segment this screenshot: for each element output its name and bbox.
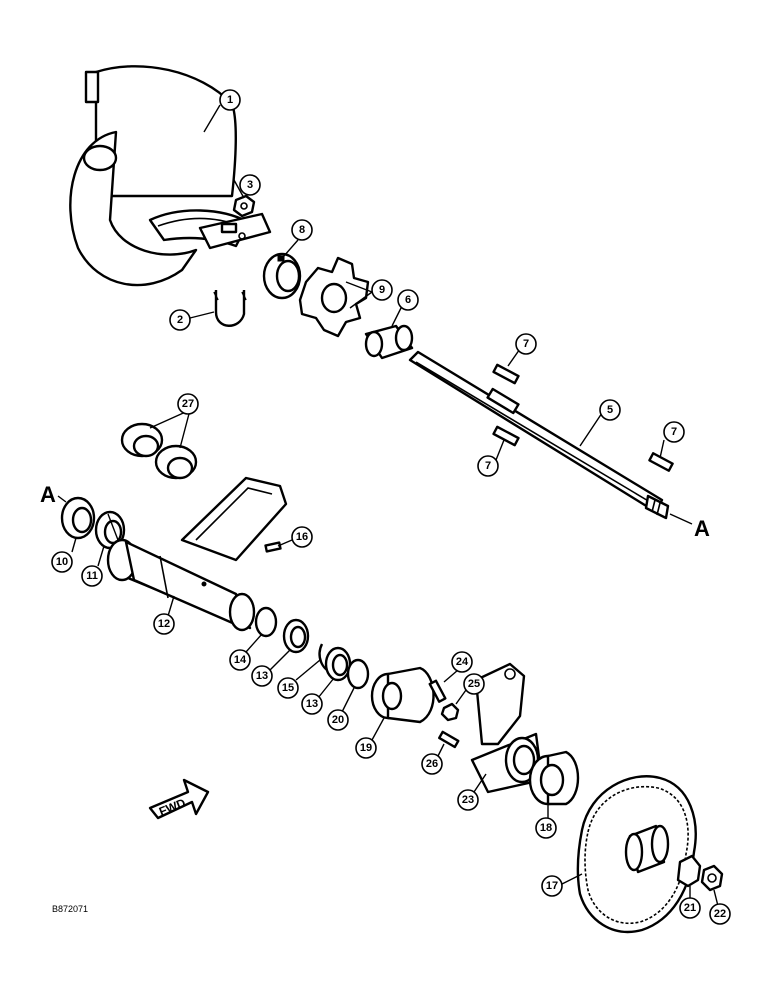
svg-text:23: 23 xyxy=(462,794,474,806)
drive-sprocket xyxy=(298,256,370,338)
reference-letter-left: A xyxy=(40,482,56,507)
callout-6: 6 xyxy=(397,289,419,311)
u-bolt xyxy=(213,290,247,327)
svg-text:2: 2 xyxy=(177,314,183,326)
shaft-spacer xyxy=(364,324,414,360)
drive-shaft xyxy=(408,350,670,520)
callout-7-right: 7 xyxy=(663,421,685,443)
callout-2: 2 xyxy=(169,309,191,331)
pivot-arm xyxy=(106,476,288,632)
svg-text:16: 16 xyxy=(296,531,308,543)
callout-23: 23 xyxy=(457,789,479,811)
grease-fitting xyxy=(264,541,282,553)
small-sprocket-and-nut xyxy=(676,854,724,892)
callout-8: 8 xyxy=(291,219,313,241)
callout-25: 25 xyxy=(463,673,485,695)
callout-14: 14 xyxy=(229,649,251,671)
svg-text:13: 13 xyxy=(256,670,268,682)
callout-13-left: 13 xyxy=(251,665,273,687)
callout-1: 1 xyxy=(219,89,241,111)
svg-text:27: 27 xyxy=(182,398,194,410)
seal-and-bearing xyxy=(60,496,126,550)
callout-15: 15 xyxy=(277,677,299,699)
svg-text:1: 1 xyxy=(227,94,233,106)
callout-13-right: 13 xyxy=(301,693,323,715)
svg-text:17: 17 xyxy=(546,880,558,892)
needle-bearings xyxy=(120,422,198,480)
svg-text:5: 5 xyxy=(607,404,613,416)
large-sprocket xyxy=(576,775,697,934)
callout-18: 18 xyxy=(535,817,557,839)
callout-27: 27 xyxy=(177,393,199,415)
svg-text:7: 7 xyxy=(671,426,677,438)
callout-9: 9 xyxy=(371,279,393,301)
leader-lines xyxy=(71,104,719,907)
reference-letter-right: A xyxy=(694,516,710,541)
svg-text:14: 14 xyxy=(234,654,247,666)
drawing-code: B872071 xyxy=(52,904,88,914)
callout-7-bottom: 7 xyxy=(477,455,499,477)
callout-20: 20 xyxy=(327,709,349,731)
callout-5: 5 xyxy=(599,399,621,421)
housing-hardware xyxy=(428,679,460,749)
svg-text:13: 13 xyxy=(306,698,318,710)
callout-17: 17 xyxy=(541,875,563,897)
svg-text:15: 15 xyxy=(282,682,294,694)
callout-22: 22 xyxy=(709,903,731,925)
callout-24: 24 xyxy=(451,651,473,673)
flanged-bushing xyxy=(262,252,302,300)
mount-plate xyxy=(198,212,272,250)
svg-text:21: 21 xyxy=(684,902,696,914)
forward-arrow: FWD xyxy=(148,778,210,820)
svg-text:22: 22 xyxy=(714,908,726,920)
svg-text:19: 19 xyxy=(360,742,372,754)
svg-text:10: 10 xyxy=(56,556,68,568)
svg-text:24: 24 xyxy=(456,656,469,668)
bearing-stack xyxy=(254,606,370,690)
locking-collar xyxy=(370,666,435,724)
forward-label: FWD xyxy=(157,795,188,818)
housing-bushing xyxy=(528,750,580,806)
svg-text:18: 18 xyxy=(540,822,552,834)
callout-10: 10 xyxy=(51,551,73,573)
svg-text:25: 25 xyxy=(468,678,480,690)
callout-11: 11 xyxy=(81,565,103,587)
svg-text:3: 3 xyxy=(247,179,253,191)
svg-text:12: 12 xyxy=(158,618,170,630)
svg-text:26: 26 xyxy=(426,758,438,770)
svg-text:7: 7 xyxy=(485,460,491,472)
svg-text:9: 9 xyxy=(379,284,385,296)
callout-26: 26 xyxy=(421,753,443,775)
callout-21: 21 xyxy=(679,897,701,919)
svg-text:8: 8 xyxy=(299,224,305,236)
svg-text:7: 7 xyxy=(523,338,529,350)
callout-7-top: 7 xyxy=(515,333,537,355)
bearing-housing xyxy=(470,662,544,794)
shaft-keys xyxy=(492,363,674,472)
svg-text:11: 11 xyxy=(86,570,98,582)
callout-19: 19 xyxy=(355,737,377,759)
hex-nut xyxy=(232,194,256,218)
callout-12: 12 xyxy=(153,613,175,635)
callout-3: 3 xyxy=(239,174,261,196)
svg-text:6: 6 xyxy=(405,294,411,306)
callout-16: 16 xyxy=(291,526,313,548)
svg-text:20: 20 xyxy=(332,714,344,726)
